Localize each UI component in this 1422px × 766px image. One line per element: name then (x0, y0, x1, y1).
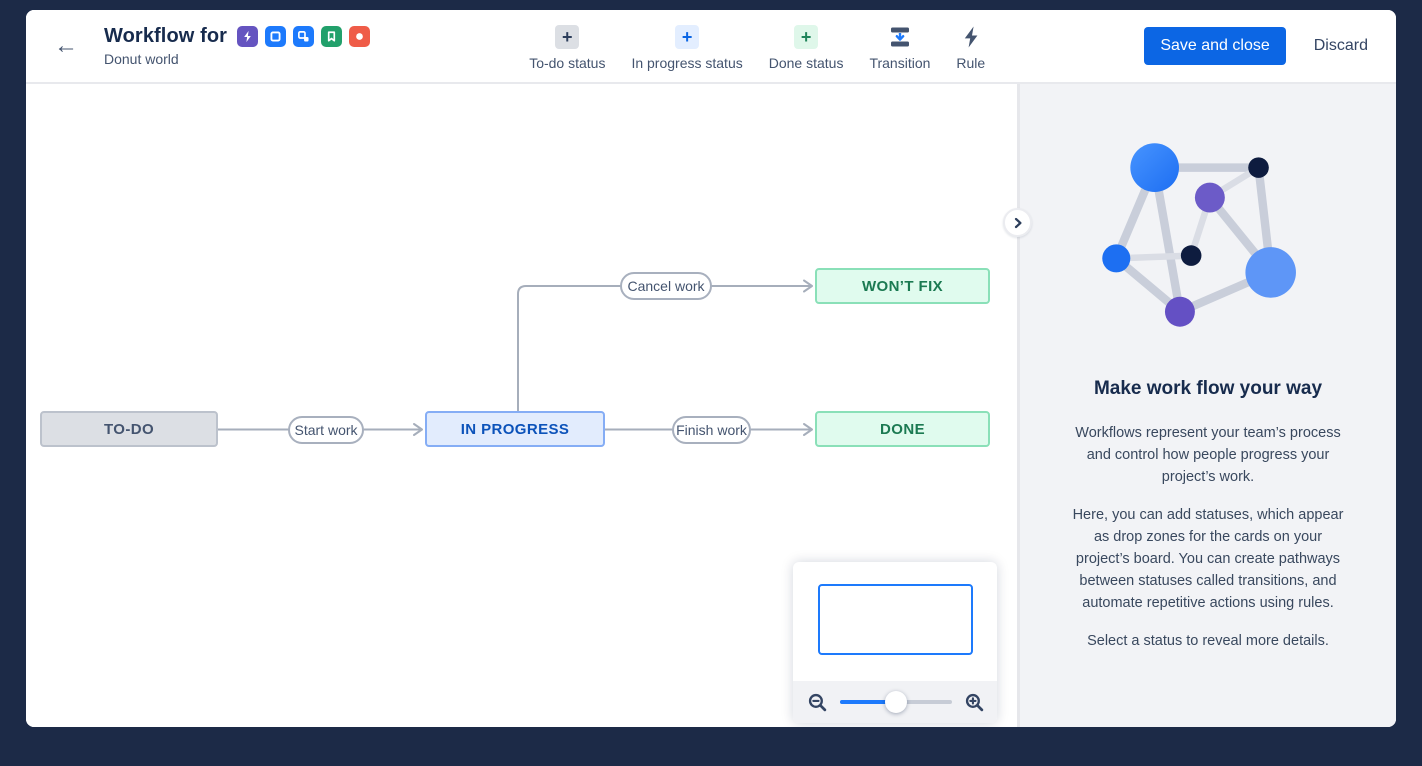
minimap-viewport[interactable] (818, 584, 973, 655)
transition-finish-work[interactable]: Finish work (672, 416, 751, 444)
transition-cancel-work[interactable]: Cancel work (620, 272, 712, 300)
zoom-slider[interactable] (840, 691, 952, 713)
transition-start-work[interactable]: Start work (288, 416, 364, 444)
zoom-in-button[interactable] (962, 690, 987, 715)
zoom-in-icon (965, 693, 984, 711)
collapse-panel-button[interactable] (1003, 208, 1032, 237)
network-graph-illustration (1102, 143, 1296, 327)
lightning-icon (959, 25, 983, 49)
minimap (793, 562, 997, 723)
bolt-issue-icon (237, 26, 259, 47)
back-arrow-icon: ← (54, 32, 78, 59)
workflow-canvas[interactable]: TO-DO IN PROGRESS DONE WON’T FIX Start w… (26, 84, 1017, 727)
back-button[interactable]: ← (46, 26, 86, 66)
main-area: TO-DO IN PROGRESS DONE WON’T FIX Start w… (26, 84, 1396, 727)
plus-icon: + (675, 25, 700, 49)
add-todo-status-button[interactable]: + To-do status (529, 25, 605, 71)
tool-label: Transition (869, 55, 931, 71)
zoom-out-icon (808, 693, 827, 711)
details-panel: Make work flow your way Workflows repres… (1017, 84, 1396, 727)
zoom-out-button[interactable] (805, 690, 830, 715)
zoom-slider-fill (840, 700, 896, 704)
transition-icon (888, 25, 912, 49)
status-node-wont-fix[interactable]: WON’T FIX (815, 268, 990, 304)
status-node-in-progress[interactable]: IN PROGRESS (425, 411, 605, 447)
discard-button[interactable]: Discard (1313, 37, 1368, 54)
workflow-editor-window: ← Workflow for (26, 10, 1396, 727)
tool-label: To-do status (529, 55, 606, 71)
status-node-todo[interactable]: TO-DO (40, 411, 218, 447)
toolbar: + To-do status + In progress status + Do… (529, 21, 985, 71)
zoom-slider-handle[interactable] (885, 691, 907, 713)
issue-type-badges (237, 26, 371, 47)
panel-paragraph: Select a status to reveal more details. (1087, 633, 1329, 649)
header: ← Workflow for (26, 10, 1396, 84)
tool-label: In progress status (631, 55, 743, 71)
bookmark-issue-icon (321, 26, 343, 47)
plus-icon: + (794, 25, 819, 49)
plus-icon: + (555, 25, 580, 49)
add-transition-button[interactable]: Transition (869, 25, 930, 71)
project-name: Donut world (104, 51, 179, 67)
minimap-zoom-bar (793, 681, 997, 723)
chevron-right-icon (1014, 217, 1021, 228)
square-issue-icon (265, 26, 287, 47)
status-node-done[interactable]: DONE (815, 411, 990, 447)
add-rule-button[interactable]: Rule (956, 25, 985, 71)
panel-paragraph: Workflows represent your team’s process … (1075, 425, 1341, 485)
title-block: Workflow for (104, 25, 371, 67)
circle-issue-icon (349, 26, 371, 47)
add-inprogress-status-button[interactable]: + In progress status (631, 25, 743, 71)
save-and-close-button[interactable]: Save and close (1144, 27, 1286, 65)
tool-label: Rule (956, 55, 986, 71)
subtask-issue-icon (293, 26, 315, 47)
header-actions: Save and close Discard (1144, 27, 1368, 65)
tool-label: Done status (768, 55, 844, 71)
add-done-status-button[interactable]: + Done status (768, 25, 844, 71)
panel-heading: Make work flow your way (1093, 378, 1323, 399)
page-title: Workflow for (104, 25, 228, 47)
panel-paragraph: Here, you can add statuses, which appear… (1072, 507, 1344, 611)
